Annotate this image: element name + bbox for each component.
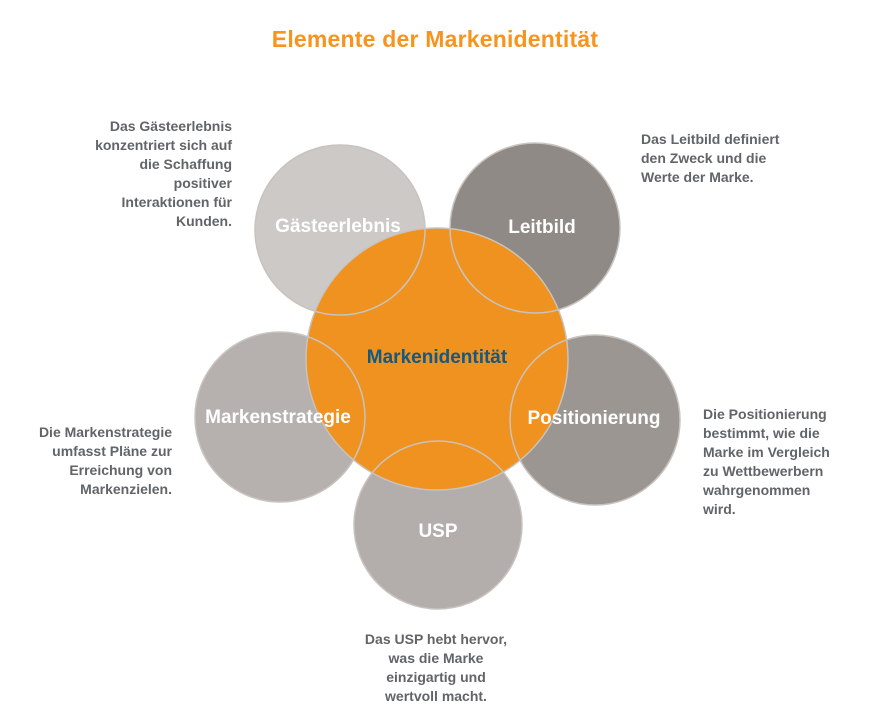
circle-gaesteerlebnis-outline (254, 144, 426, 316)
label-leitbild: Leitbild (508, 217, 576, 238)
circle-leitbild-outline (449, 142, 621, 314)
diagram-title: Elemente der Markenidentität (271, 26, 599, 52)
desc-gaesteerlebnis: Das Gästeerlebnis konzentriert sich auf … (95, 118, 232, 229)
label-markenidentitaet: Markenidentität (366, 347, 508, 368)
circle-markenstrategie-outline (194, 331, 366, 503)
label-markenstrategie: Markenstrategie (205, 407, 351, 428)
desc-usp: Das USP hebt hervor, was die Marke einzi… (364, 631, 508, 704)
desc-markenstrategie: Die Markenstrategie umfasst Pläne zur Er… (38, 424, 172, 497)
label-usp: USP (418, 521, 458, 542)
circle-markenidentitaet (305, 227, 569, 491)
label-gaesteerlebnis: Gästeerlebnis (275, 216, 401, 237)
label-positionierung: Positionierung (527, 408, 661, 429)
circle-usp-outline (353, 440, 523, 610)
desc-positionierung: Die Positionierung bestimmt, wie die Mar… (703, 406, 830, 517)
desc-leitbild: Das Leitbild definiert den Zweck und die… (641, 131, 780, 185)
circle-positionierung-outline (509, 334, 681, 506)
